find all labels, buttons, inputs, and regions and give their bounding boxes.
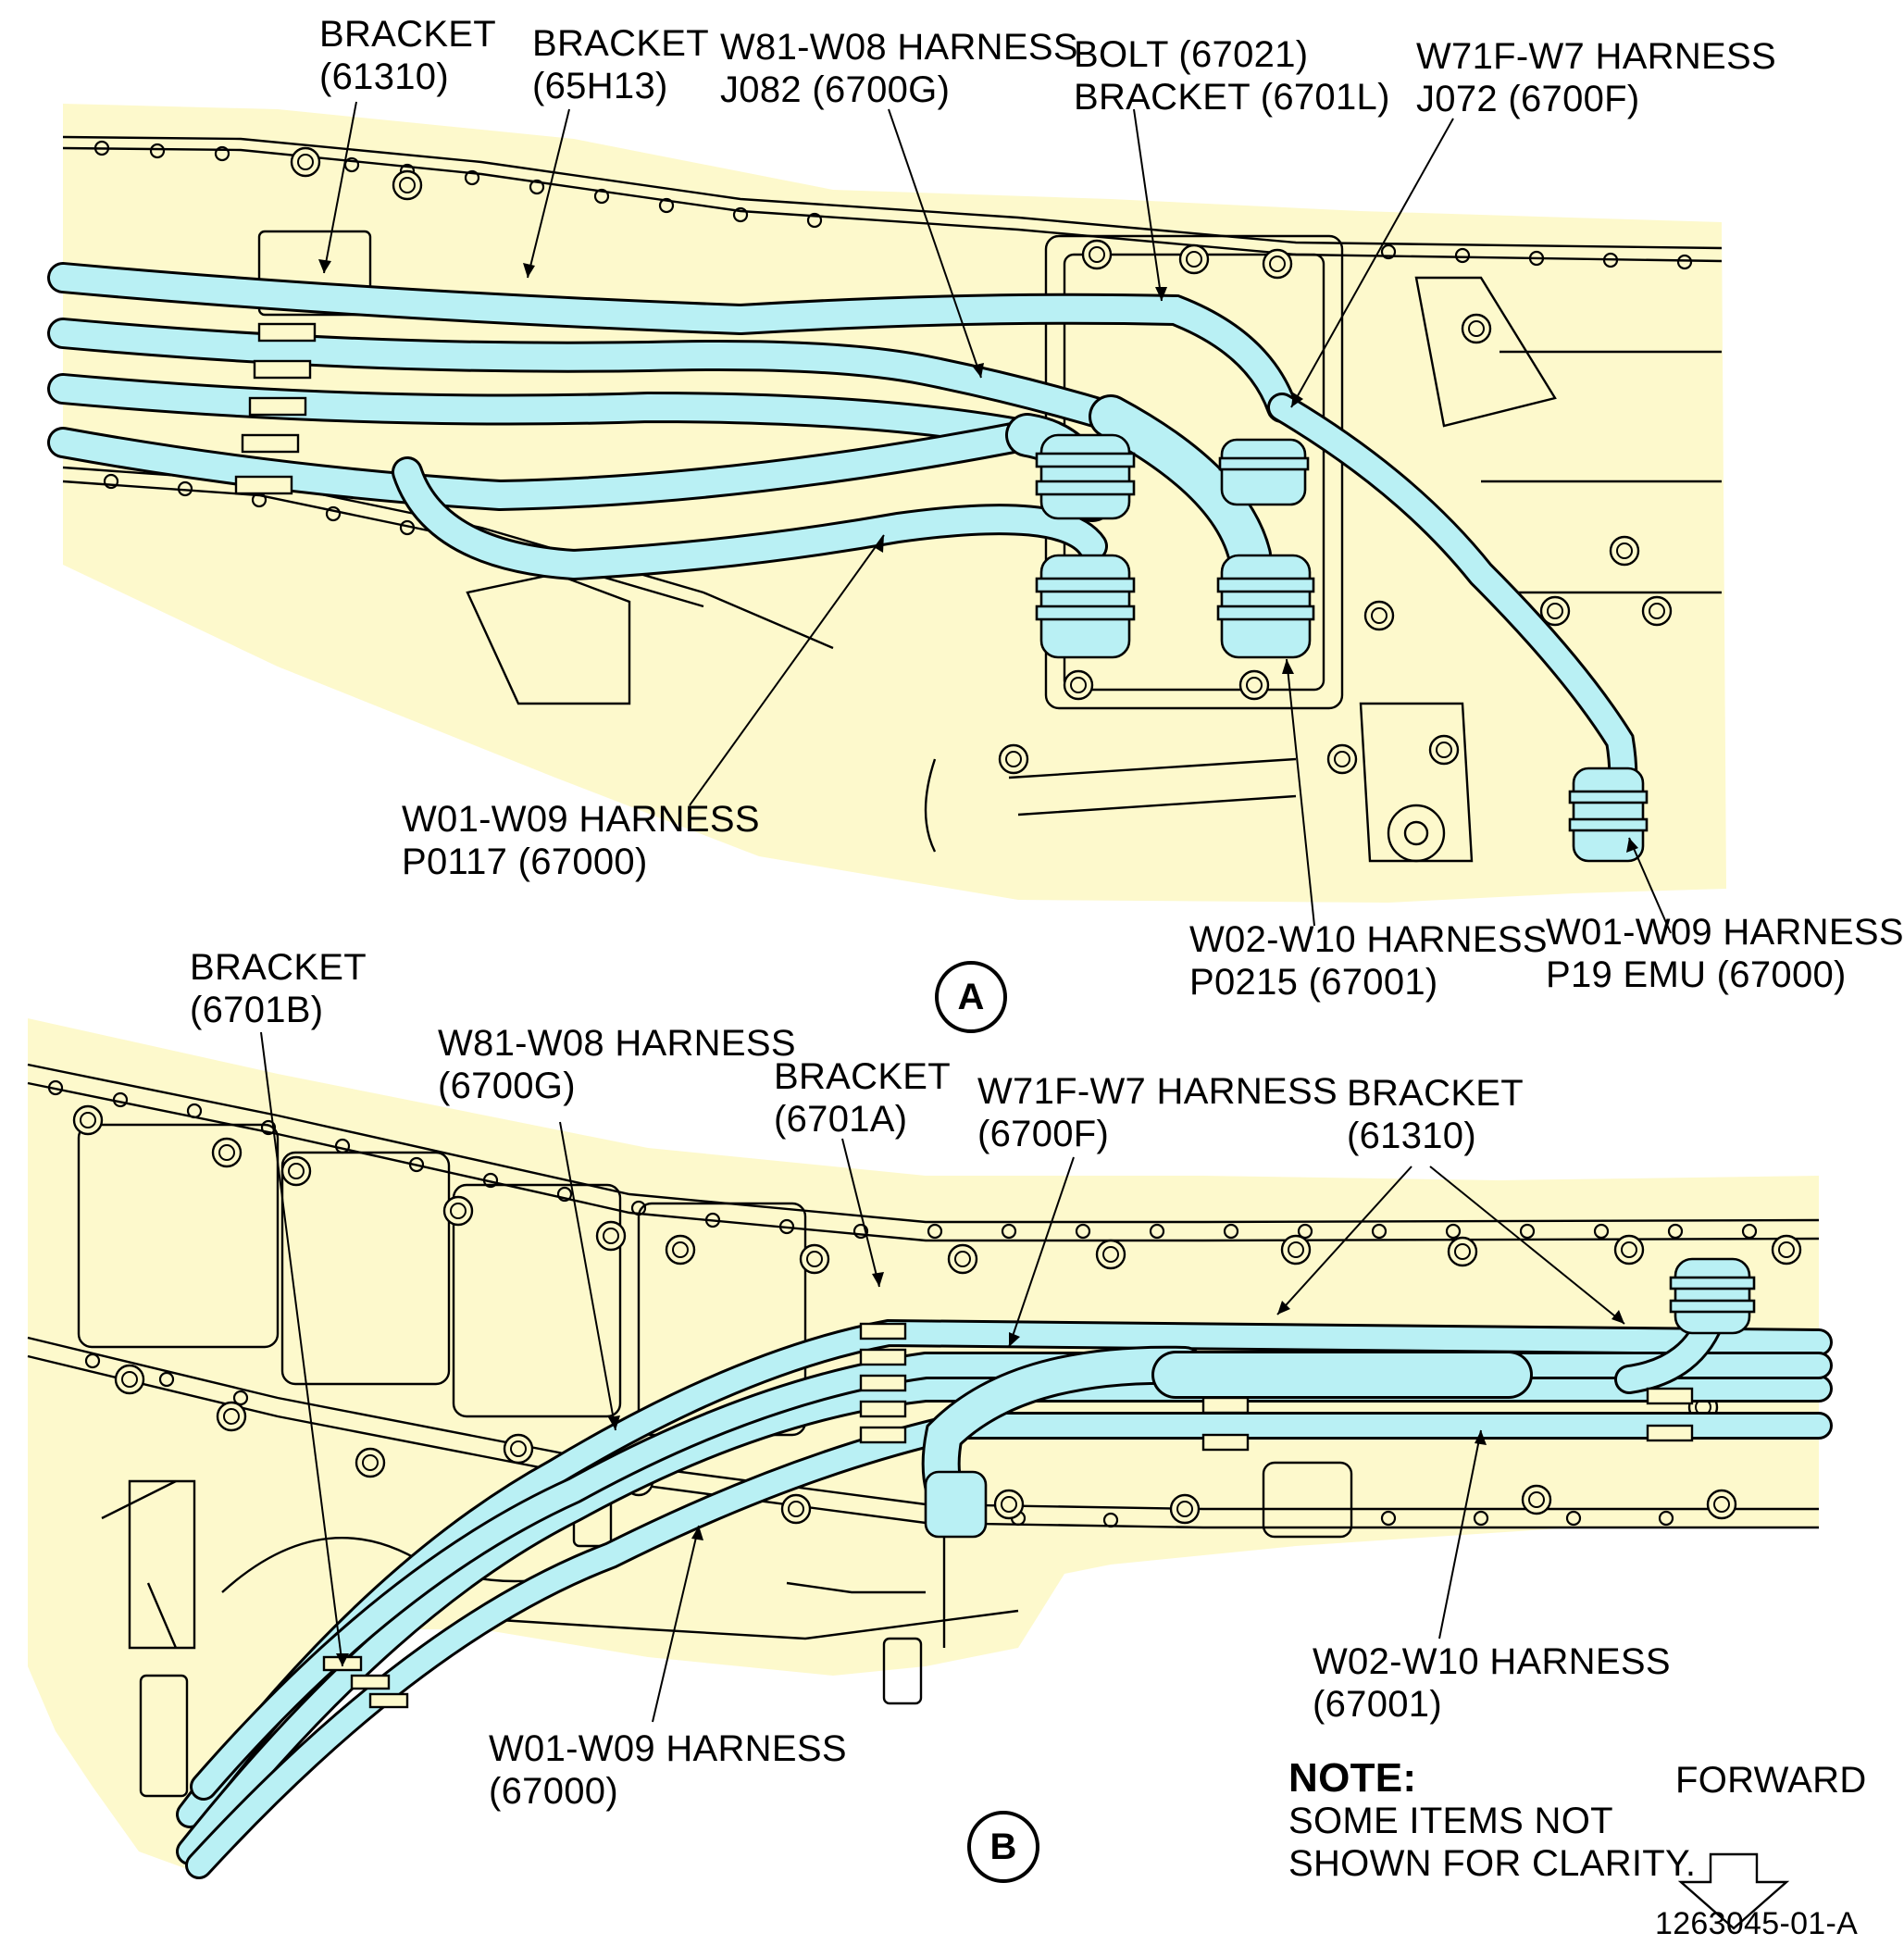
callout-w01-w09-p0117: W01-W09 HARNESS P0117 (67000) bbox=[402, 798, 760, 883]
callout-w81-w08-6700g: W81-W08 HARNESS (6700G) bbox=[438, 1022, 796, 1107]
callout-line: (67000) bbox=[489, 1771, 618, 1812]
view-a-leaders bbox=[323, 101, 1672, 934]
callout-line: P0117 (67000) bbox=[402, 842, 648, 882]
callout-line: W71F-W7 HARNESS bbox=[1416, 36, 1776, 77]
callout-w81-w08-j082: W81-W08 HARNESS J082 (6700G) bbox=[720, 26, 1078, 111]
view-b-identifier: B bbox=[967, 1811, 1039, 1883]
view-a-arrowheads bbox=[318, 259, 1638, 853]
callout-line: (61310) bbox=[1347, 1116, 1476, 1156]
note-line: SOME ITEMS NOT bbox=[1288, 1801, 1613, 1841]
callout-line: J072 (6700F) bbox=[1416, 79, 1640, 119]
callout-line: BRACKET bbox=[774, 1056, 952, 1097]
callout-bracket-65h13: BRACKET (65H13) bbox=[532, 22, 709, 107]
callout-line: BOLT (67021) bbox=[1074, 34, 1309, 75]
callout-w71f-w7-6700f: W71F-W7 HARNESS (6700F) bbox=[977, 1070, 1338, 1155]
callout-line: (6701A) bbox=[774, 1099, 908, 1140]
callout-line: W81-W08 HARNESS bbox=[720, 27, 1078, 68]
callout-line: (6700F) bbox=[977, 1114, 1110, 1154]
callout-bracket-6701a: BRACKET (6701A) bbox=[774, 1055, 951, 1141]
callout-line: W01-W09 HARNESS bbox=[489, 1728, 847, 1769]
view-b-structure bbox=[27, 1063, 1820, 1798]
view-a-harnesses bbox=[47, 262, 1638, 848]
view-a-clamps bbox=[234, 322, 317, 495]
view-b-leaders bbox=[260, 1031, 1625, 1723]
note-block: NOTE: SOME ITEMS NOT SHOWN FOR CLARITY. bbox=[1288, 1757, 1696, 1885]
callout-bracket-61310-b: BRACKET (61310) bbox=[1347, 1072, 1524, 1157]
figure-number: 1263045-01-A bbox=[1655, 1906, 1859, 1941]
view-b-clamps bbox=[322, 1322, 1694, 1709]
callout-bolt-bracket-6701l: BOLT (67021) BRACKET (6701L) bbox=[1074, 33, 1390, 118]
callout-line: P0215 (67001) bbox=[1189, 962, 1438, 1003]
view-a-drawing bbox=[47, 101, 1726, 934]
callout-line: (6700G) bbox=[438, 1066, 576, 1106]
callout-line: (65H13) bbox=[532, 66, 668, 106]
forward-label: FORWARD bbox=[1675, 1760, 1867, 1801]
callout-line: P19 EMU (67000) bbox=[1546, 954, 1847, 995]
callout-line: (61310) bbox=[319, 56, 449, 97]
callout-w02-w10-67001: W02-W10 HARNESS (67001) bbox=[1313, 1640, 1671, 1726]
callout-w71f-w7-j072: W71F-W7 HARNESS J072 (6700F) bbox=[1416, 35, 1776, 120]
callout-line: (6701B) bbox=[190, 990, 324, 1030]
callout-line: J082 (6700G) bbox=[720, 69, 951, 110]
callout-line: BRACKET bbox=[1347, 1073, 1524, 1114]
callout-line: BRACKET (6701L) bbox=[1074, 77, 1390, 118]
view-a-identifier: A bbox=[935, 961, 1007, 1033]
forward-arrow-icon bbox=[1677, 1852, 1790, 1930]
callout-bracket-6701b: BRACKET (6701B) bbox=[190, 946, 367, 1031]
callout-line: W02-W10 HARNESS bbox=[1189, 919, 1548, 960]
callout-bracket-61310-a: BRACKET (61310) bbox=[319, 13, 496, 98]
callout-line: (67001) bbox=[1313, 1684, 1442, 1725]
note-heading: NOTE: bbox=[1288, 1755, 1417, 1801]
view-a-background bbox=[63, 104, 1726, 903]
callout-line: BRACKET bbox=[190, 947, 367, 988]
callout-w01-w09-67000: W01-W09 HARNESS (67000) bbox=[489, 1727, 847, 1813]
callout-line: BRACKET bbox=[319, 14, 497, 55]
view-b-connectors bbox=[924, 1257, 1756, 1539]
callout-line: W81-W08 HARNESS bbox=[438, 1023, 796, 1064]
note-line: SHOWN FOR CLARITY. bbox=[1288, 1843, 1697, 1884]
callout-line: W71F-W7 HARNESS bbox=[977, 1071, 1338, 1112]
view-a-connectors bbox=[1035, 433, 1649, 863]
callout-w01-w09-p19-emu: W01-W09 HARNESS P19 EMU (67000) bbox=[1546, 911, 1904, 996]
callout-line: W02-W10 HARNESS bbox=[1313, 1641, 1671, 1682]
callout-line: BRACKET bbox=[532, 23, 710, 64]
view-b-drawing bbox=[27, 1018, 1833, 1930]
callout-line: W01-W09 HARNESS bbox=[402, 799, 760, 840]
callout-w02-w10-p0215: W02-W10 HARNESS P0215 (67001) bbox=[1189, 918, 1548, 1004]
callout-line: W01-W09 HARNESS bbox=[1546, 912, 1904, 953]
view-b-arrowheads bbox=[336, 1272, 1624, 1666]
